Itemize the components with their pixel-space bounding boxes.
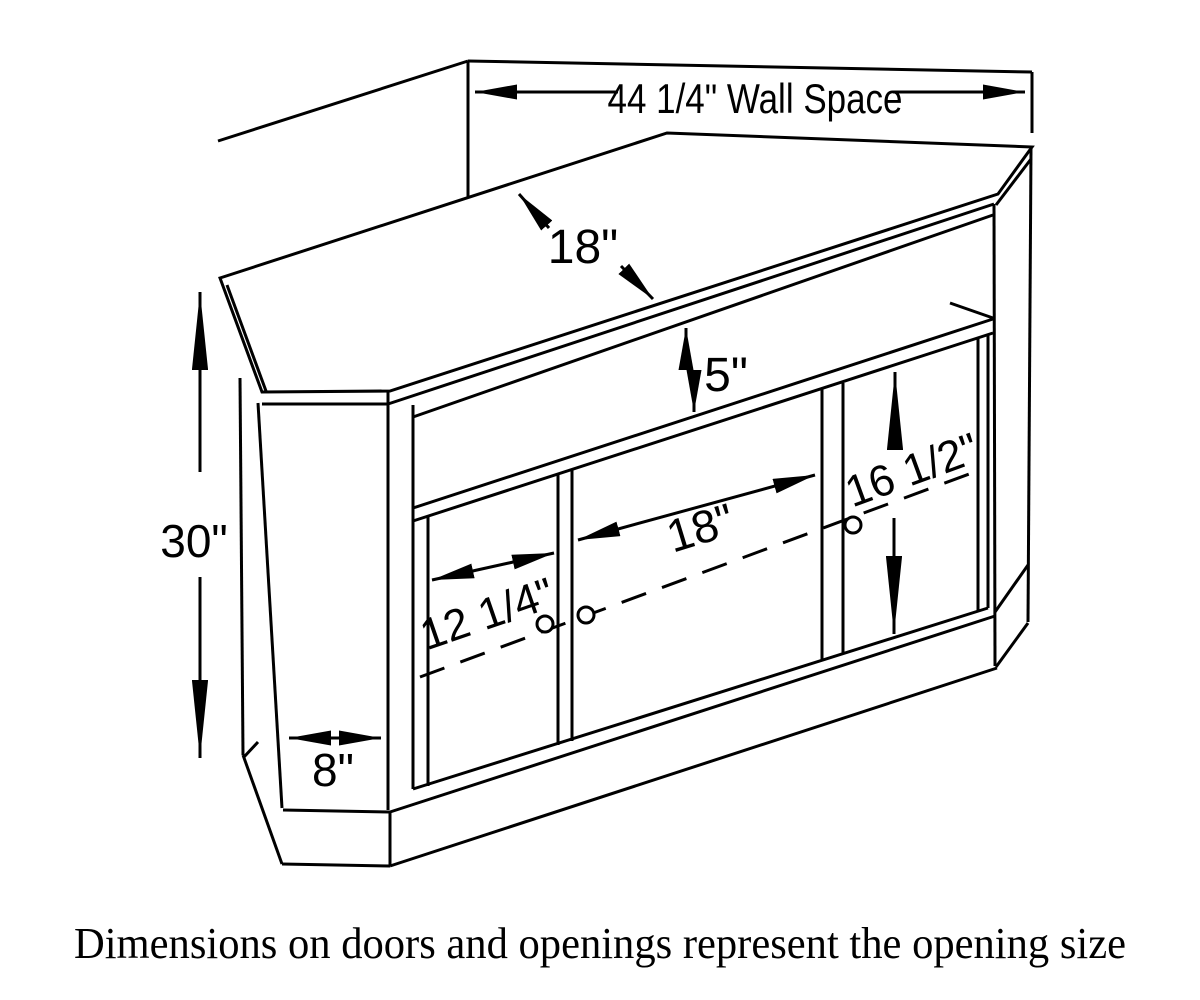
dim-center-opening-label: 18" [660, 493, 740, 562]
carcass-top-edge [412, 213, 994, 419]
door-bottom-edge [412, 606, 989, 791]
left-wall-top-edge [217, 59, 469, 143]
dim-shelf-opening-label: 5" [704, 349, 748, 402]
top-left-cut-thickness [225, 284, 268, 392]
shelf-back-joint [949, 301, 994, 320]
left-plinth-bottom [281, 862, 391, 868]
right-wall-top-edge [467, 59, 1033, 74]
dim-center-opening-line [577, 473, 816, 542]
door-knobs [535, 515, 863, 634]
right-side-bottom-edge [993, 564, 1030, 613]
dim-top-depth-upper-leader [517, 193, 553, 231]
dim-wall-space-label: 44 1/4" Wall Space [608, 75, 903, 122]
right-door-knob [843, 515, 863, 535]
shelf-front-top-edge [412, 317, 994, 510]
dim-overall-height: 30" [160, 292, 228, 758]
dim-right-door: 16 1/2" [839, 372, 985, 634]
dim-center-opening: 18" [577, 473, 816, 562]
dim-wall-space: 44 1/4" Wall Space [475, 75, 1025, 122]
left-door-knob [535, 614, 555, 634]
door-opening-dashed-line [419, 468, 981, 679]
left-plinth-chamfer-top [242, 740, 260, 759]
right-plinth-bottom [994, 622, 1030, 668]
dim-height-label: 30" [160, 515, 228, 567]
dim-left-door-line [431, 551, 555, 582]
shelf-front-bottom-edge [412, 331, 994, 523]
left-plinth-top [282, 808, 391, 814]
cabinet-right-side [993, 147, 1033, 668]
dim-left-door: 12 1/4" [414, 551, 560, 660]
center-door-knob [576, 605, 596, 625]
wall-corner-lines [217, 59, 1034, 197]
dim-side-width-label: 8" [312, 744, 354, 796]
top-right-cut-thickness [994, 158, 1033, 206]
dim-top-depth-label: 18" [548, 221, 618, 274]
top-band-bottom-front [387, 202, 995, 406]
dim-shelf-opening: 5" [678, 328, 748, 412]
cabinet-front-face [386, 203, 998, 868]
dim-right-door-label: 16 1/2" [839, 424, 985, 517]
dim-side-width: 8" [289, 730, 381, 796]
dim-top-depth-lower-leader [618, 263, 655, 301]
dim-top-depth: 18" [517, 193, 655, 301]
front-plinth-top [389, 614, 996, 814]
left-bottom-chamfer [241, 754, 284, 865]
front-plinth-bottom [389, 666, 998, 868]
right-outer-edge [1026, 147, 1033, 623]
left-outer-edge [238, 377, 245, 756]
front-right-corner-edge [992, 203, 997, 667]
dim-left-door-label: 12 1/4" [414, 569, 560, 660]
cabinet-top-slab [218, 131, 1035, 419]
cabinet-left-side [238, 377, 391, 868]
drawing-caption: Dimensions on doors and openings represe… [74, 919, 1126, 968]
top-surface-outline [218, 131, 1035, 394]
left-face-inner-edge [256, 402, 284, 809]
